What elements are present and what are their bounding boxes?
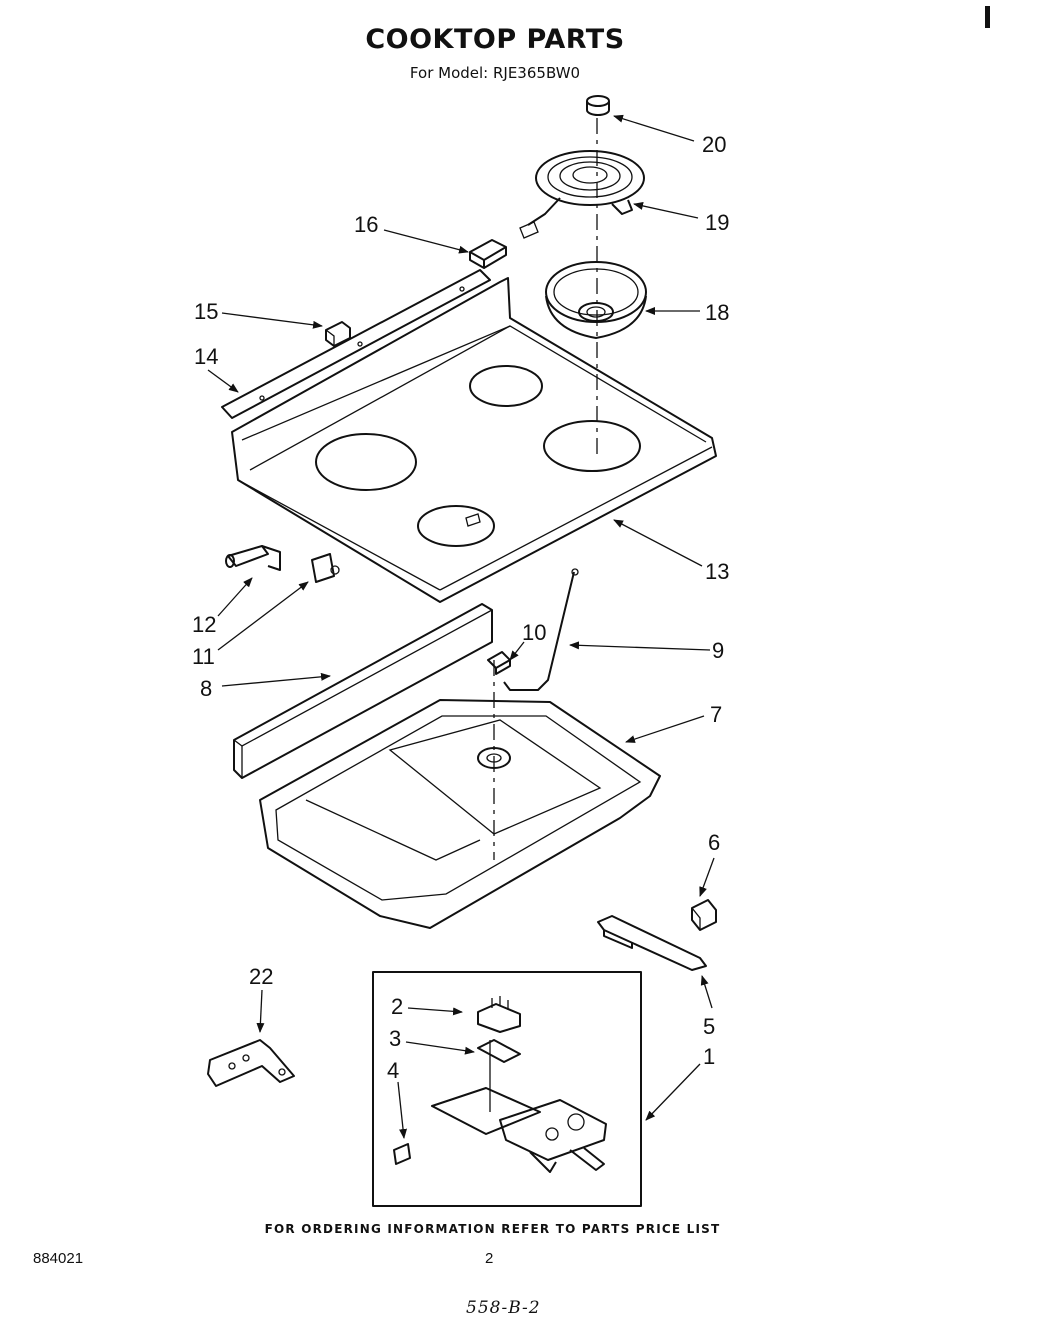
switch-assembly-box	[372, 971, 642, 1207]
leader-lines	[207, 114, 715, 1139]
part-12-bracket	[225, 545, 281, 571]
part-11-clip	[311, 553, 340, 583]
callout-9: 9	[712, 638, 724, 663]
callout-22: 22	[249, 964, 273, 989]
part-22-bracket	[207, 1039, 295, 1087]
callout-16: 16	[354, 212, 378, 237]
callout-13: 13	[705, 559, 729, 584]
callout-2: 2	[391, 994, 403, 1019]
callout-18: 18	[705, 300, 729, 325]
part-4-label	[393, 1143, 411, 1165]
callout-10: 10	[522, 620, 546, 645]
part-9-rod	[503, 568, 579, 691]
callout-5: 5	[703, 1014, 715, 1039]
callout-3: 3	[389, 1026, 401, 1051]
page-title: COOKTOP PARTS	[365, 24, 625, 55]
part-2-switch	[477, 996, 521, 1033]
callout-15: 15	[194, 299, 218, 324]
part-13-cooktop	[231, 277, 717, 603]
callout-12: 12	[192, 612, 216, 637]
corner-mark	[985, 6, 990, 28]
part-8-rear-panel	[233, 603, 493, 779]
model-subtitle: For Model: RJE365BW0	[409, 64, 581, 82]
part-6-clip	[691, 899, 717, 931]
callout-14: 14	[194, 344, 218, 369]
callout-8: 8	[200, 676, 212, 701]
callout-6: 6	[708, 830, 720, 855]
part-15-clip	[325, 321, 351, 347]
callout-1: 1	[703, 1044, 715, 1069]
part-19-surface-element	[519, 150, 645, 239]
callout-7: 7	[710, 702, 722, 727]
callout-19: 19	[705, 210, 729, 235]
part-10-clip	[487, 651, 511, 675]
part-7-burner-box	[259, 699, 661, 929]
part-20-cap	[586, 95, 610, 116]
document-number: 884021	[33, 1250, 84, 1267]
callout-20: 20	[702, 132, 726, 157]
part-3-insulator	[477, 1039, 521, 1063]
callout-11: 11	[192, 644, 215, 669]
part-5-bracket	[597, 915, 707, 971]
part-16-terminal-block	[469, 239, 507, 269]
page-number: 2	[485, 1250, 494, 1267]
handwritten-note: 558-B-2	[466, 1298, 541, 1318]
ordering-note: FOR ORDERING INFORMATION REFER TO PARTS …	[264, 1222, 721, 1236]
part-14-bracket-strip	[221, 269, 491, 419]
callout-4: 4	[387, 1058, 399, 1083]
part-1-infinite-switch	[431, 1087, 607, 1173]
part-18-drip-bowl	[545, 261, 647, 339]
